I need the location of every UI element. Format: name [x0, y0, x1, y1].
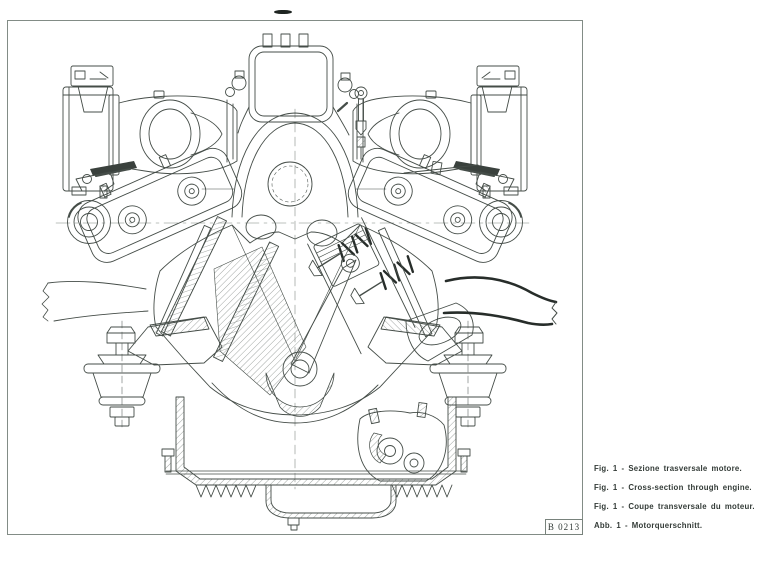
injector-stack: [336, 86, 368, 160]
plate-code-box: B 0213: [545, 519, 583, 535]
intake-runner-arch: [201, 112, 387, 247]
mount-bracket-boss: [405, 302, 474, 362]
caption-english: Fig. 1 - Cross-section through engine.: [594, 483, 752, 492]
engine-cross-section-drawing: [41, 33, 558, 531]
linkage-bolt: [430, 160, 443, 176]
oil-pump: [357, 402, 447, 482]
caption-german: Abb. 1 - Motorquerschnitt.: [594, 521, 703, 530]
right-cylinder-piston: [307, 217, 416, 355]
caption-french: Fig. 1 - Coupe transversale du moteur.: [594, 502, 755, 511]
left-cylinder-bore: [160, 216, 280, 362]
plate-code: B 0213: [547, 522, 581, 532]
caption-block: Fig. 1 - Sezione trasversale motore. Fig…: [594, 0, 779, 570]
figure-frame: B 0213: [7, 20, 583, 535]
connecting-rod-crankshaft: [211, 259, 379, 424]
oil-sump: [161, 396, 471, 531]
registration-mark: [274, 10, 292, 14]
intake-plenum: [225, 33, 359, 136]
caption-italian: Fig. 1 - Sezione trasversale motore.: [594, 464, 742, 473]
left-coolant-duct: [41, 280, 149, 322]
right-coolant-duct: [442, 276, 558, 326]
